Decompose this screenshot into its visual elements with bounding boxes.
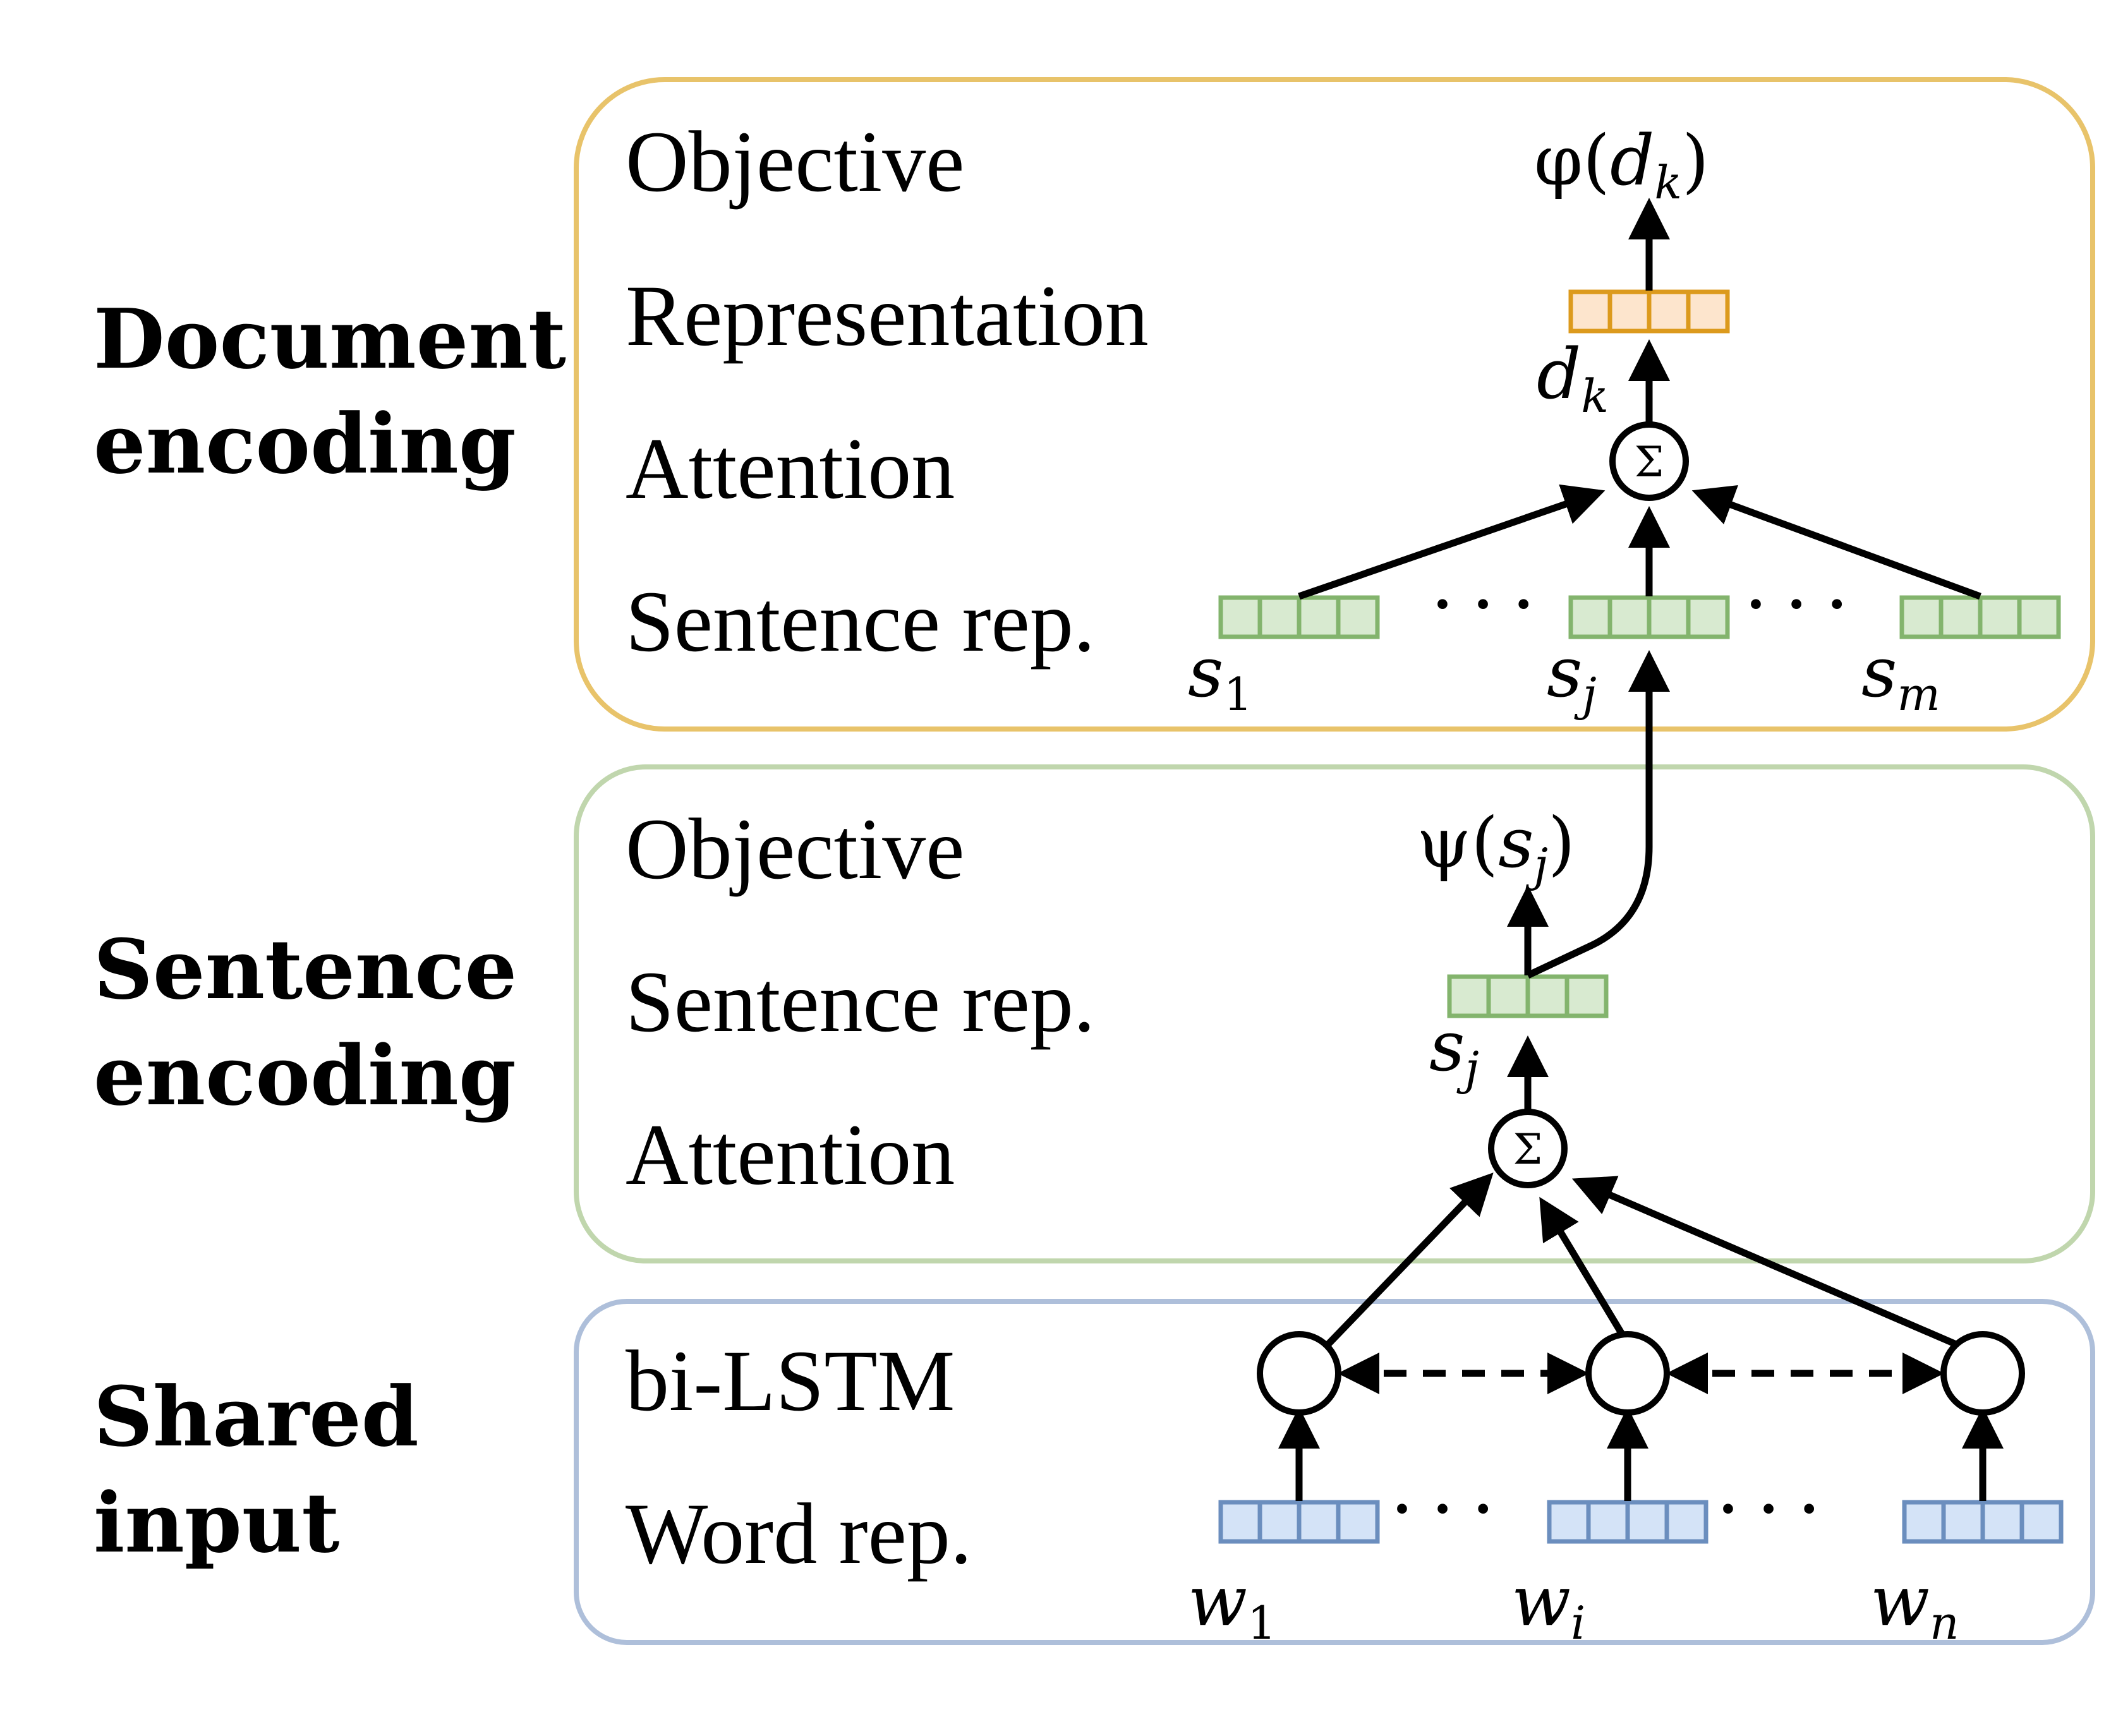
word-vector-w1 bbox=[1218, 1500, 1380, 1544]
arrow-lstm1-to-sent-attn bbox=[1324, 1172, 1494, 1348]
doc-row-attention: Attention bbox=[626, 420, 955, 517]
sentence-attention-sum-symbol: Σ bbox=[1513, 1125, 1543, 1174]
document-rep-label-dk: dk bbox=[1537, 334, 1609, 423]
sentence-ellipsis-right: ··· bbox=[1744, 561, 1865, 649]
word-label-wn: wn bbox=[1870, 1560, 1959, 1649]
lstm-node-1 bbox=[1257, 1331, 1341, 1416]
sentence-encoding-title-line1: Sentence bbox=[94, 921, 517, 1018]
word-vector-wi bbox=[1547, 1500, 1709, 1544]
document-attention-sum-symbol: Σ bbox=[1635, 438, 1664, 486]
sentence-rep-label-sj: sj bbox=[1429, 1006, 1479, 1095]
arrow-lstmi-to-sent-attn bbox=[1539, 1197, 1624, 1335]
doc-row-representation: Representation bbox=[626, 267, 1149, 364]
sentence-ellipsis-left: ··· bbox=[1430, 561, 1552, 649]
shared-row-bilstm: bi-LSTM bbox=[626, 1332, 955, 1429]
document-vector-dk bbox=[1568, 289, 1730, 334]
document-encoding-title-line2: encoding bbox=[94, 395, 516, 492]
word-label-w1: w1 bbox=[1188, 1560, 1276, 1649]
arrow-s1-to-doc-attn bbox=[1298, 484, 1606, 600]
doc-row-objective: Objective bbox=[626, 113, 964, 210]
sent-row-attention: Attention bbox=[626, 1106, 955, 1203]
shared-input-title-line1: Shared bbox=[94, 1368, 419, 1465]
sent-row-objective: Objective bbox=[626, 800, 964, 897]
sentence-objective-psi: ψ(sj) bbox=[1417, 802, 1575, 891]
lstm-node-i bbox=[1585, 1331, 1670, 1416]
sentence-vector-doc-sj bbox=[1568, 595, 1730, 639]
sentence-encoding-panel bbox=[574, 764, 2095, 1263]
word-ellipsis-right: ··· bbox=[1716, 1466, 1837, 1553]
sentence-label-s1: s1 bbox=[1188, 632, 1252, 721]
document-attention-sum-node bbox=[1609, 421, 1689, 501]
shared-input-title-line2: input bbox=[94, 1474, 339, 1571]
word-ellipsis-left: ··· bbox=[1390, 1466, 1511, 1553]
sentence-vector-s1 bbox=[1218, 595, 1380, 639]
word-label-wi: wi bbox=[1511, 1560, 1585, 1649]
doc-row-sentence-rep: Sentence rep. bbox=[626, 573, 1095, 670]
sentence-vector-sj bbox=[1447, 974, 1609, 1018]
arrow-sm-to-doc-attn bbox=[1691, 485, 1981, 600]
shared-row-word-rep: Word rep. bbox=[626, 1485, 972, 1582]
arrow-sent-rep-to-doc-sj bbox=[1526, 650, 1670, 979]
sentence-encoding-title-line2: encoding bbox=[94, 1027, 516, 1124]
sentence-vector-sm bbox=[1899, 595, 2061, 639]
sent-row-sentence-rep: Sentence rep. bbox=[626, 953, 1095, 1050]
sentence-attention-sum-node bbox=[1488, 1109, 1568, 1188]
document-encoding-panel bbox=[574, 77, 2095, 732]
document-objective-phi: φ(dk) bbox=[1534, 120, 1709, 209]
sentence-label-sm: sm bbox=[1861, 632, 1940, 721]
word-vector-wn bbox=[1902, 1500, 2064, 1544]
sentence-label-sj: sj bbox=[1547, 632, 1597, 721]
shared-input-panel bbox=[574, 1299, 2095, 1645]
document-encoding-title-line1: Document bbox=[94, 291, 566, 387]
arrow-lstmn-to-sent-attn bbox=[1571, 1176, 1958, 1348]
